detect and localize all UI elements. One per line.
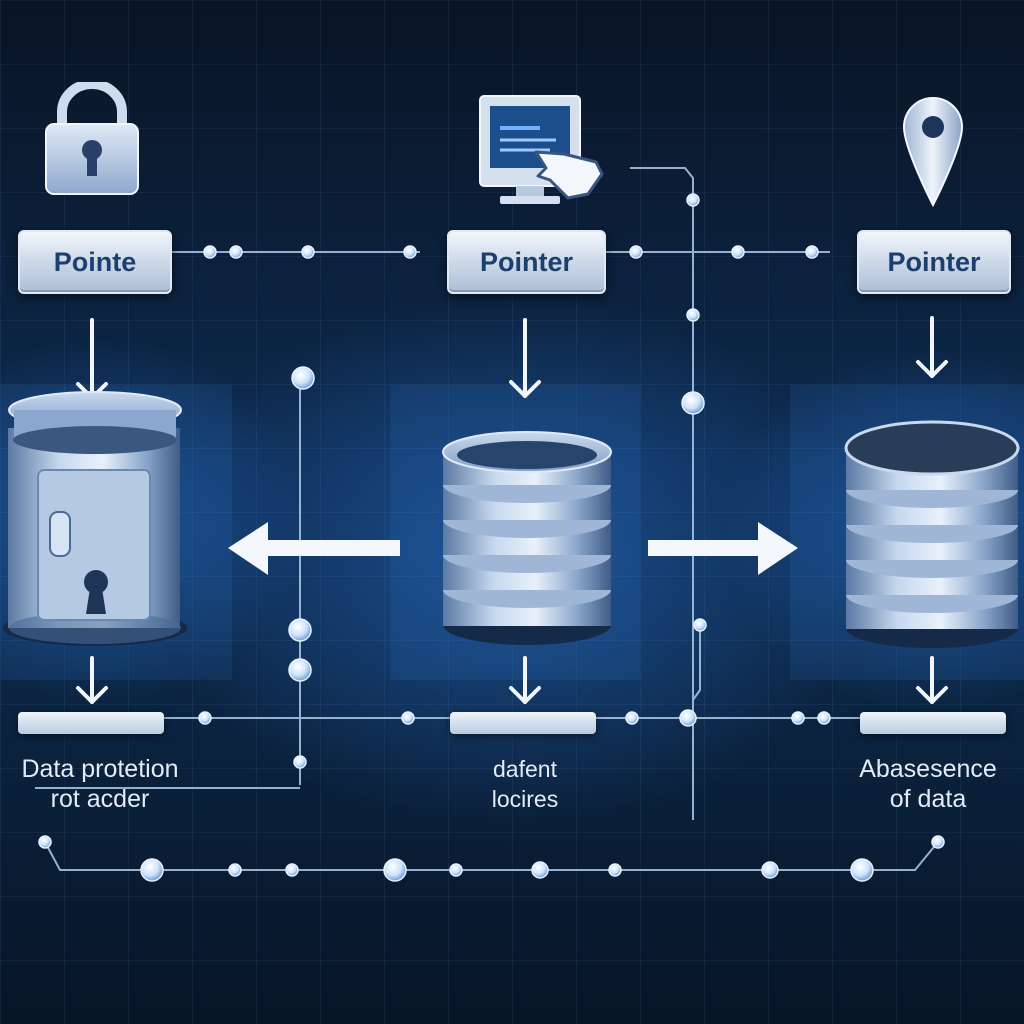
output-bar-left	[18, 712, 164, 734]
caption-right-line1: Abasesence	[859, 755, 997, 783]
caption-center-line2: locires	[491, 786, 559, 812]
output-bar-right	[860, 712, 1006, 734]
pointer-label-left: Pointe	[18, 230, 172, 294]
caption-center-line1: dafent	[493, 756, 557, 782]
caption-center: dafent locires	[440, 754, 610, 814]
computer-pointer-icon	[479, 95, 604, 204]
pointer-label-center: Pointer	[447, 230, 606, 294]
padlock-icon	[45, 82, 139, 195]
caption-left: Data protetion rot acder	[0, 754, 200, 814]
caption-right-line2: of data	[889, 785, 967, 813]
pointer-label-right: Pointer	[857, 230, 1011, 294]
output-bar-center	[450, 712, 596, 734]
caption-right: Abasesence of data	[832, 754, 1024, 814]
database-stack-icon	[844, 420, 1020, 648]
location-pin-icon	[902, 96, 964, 208]
database-stack-icon	[442, 431, 612, 645]
safe-database-icon	[3, 391, 187, 646]
caption-left-line1: Data protetion	[21, 755, 179, 783]
caption-left-line2: rot acder	[50, 785, 150, 813]
